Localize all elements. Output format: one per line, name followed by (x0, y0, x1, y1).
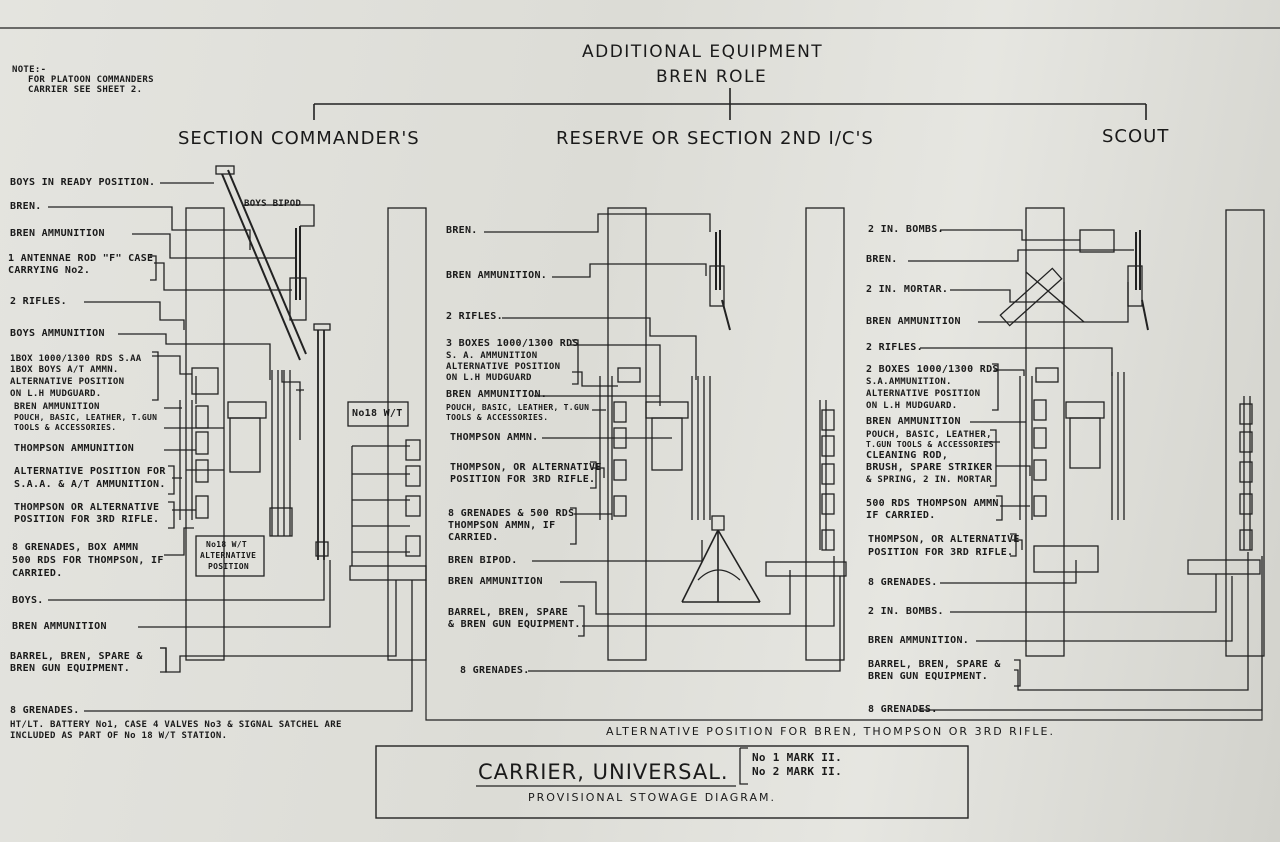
note-line-2: FOR PLATOON COMMANDERS (28, 75, 154, 85)
reserve-label: THOMPSON AMMN, IF (448, 520, 556, 531)
reserve-label: BREN BIPOD. (448, 555, 518, 566)
reserve-label: 8 GRENADES & 500 RDS (448, 508, 575, 519)
scout-label: CLEANING ROD, (866, 450, 949, 461)
reserve-label: POSITION FOR 3RD RIFLE. (450, 474, 596, 485)
reserve-label: THOMPSON, OR ALTERNATIVE (450, 462, 602, 473)
reserve-label: THOMPSON AMMN. (450, 432, 539, 443)
commander-label: ALTERNATIVE POSITION (10, 377, 125, 387)
note-line-3: CARRIER SEE SHEET 2. (28, 85, 143, 95)
reserve-label: S. A. AMMUNITION (446, 351, 538, 361)
reserve-label: 2 RIFLES. (446, 311, 503, 322)
footnote-line: INCLUDED AS PART OF No 18 W/T STATION. (10, 731, 228, 741)
scout-label: 8 GRENADES. (868, 577, 938, 588)
commander-label: BREN AMMUNITION (12, 621, 107, 632)
reserve-label: BREN AMMUNITION. (446, 270, 548, 281)
scout-label: BRUSH, SPARE STRIKER (866, 462, 993, 473)
reserve-label: 8 GRENADES. (460, 665, 530, 676)
commander-label: BOYS AMMUNITION (10, 328, 105, 339)
commander-label: BOYS. (12, 595, 44, 606)
scout-label: 500 RDS THOMPSON AMMN (866, 498, 999, 509)
w-t-alt-box-line: POSITION (208, 562, 249, 571)
scout-label: ALTERNATIVE POSITION (866, 389, 981, 399)
commander-label: CARRYING No2. (8, 265, 91, 276)
scout-label: BREN AMMUNITION (866, 416, 961, 427)
scout-label: IF CARRIED. (866, 510, 936, 521)
commander-label: BREN AMMUNITION (10, 228, 105, 239)
commander-label: CARRIED. (12, 568, 63, 579)
scout-label: BREN. (866, 254, 898, 265)
commander-label: BREN. (10, 201, 42, 212)
title-block-mark-2: No 2 MARK II. (752, 765, 842, 778)
w-t-alt-box-line: ALTERNATIVE (200, 551, 257, 560)
commander-label: POSITION FOR 3RD RIFLE. (14, 514, 160, 525)
w-t-alt-box-line: No18 W/T (206, 540, 247, 549)
heading-scout: SCOUT (1102, 126, 1170, 147)
page-title: ADDITIONAL EQUIPMENT (582, 42, 824, 62)
reserve-label: TOOLS & ACCESSORIES. (446, 413, 549, 422)
reserve-label: POUCH, BASIC, LEATHER, T.GUN (446, 403, 590, 412)
commander-label: THOMPSON OR ALTERNATIVE (14, 502, 160, 513)
scout-label: ON L.H MUDGUARD. (866, 401, 958, 411)
scout-label: 2 RIFLES. (866, 342, 923, 353)
commander-label: 8 GRENADES. (10, 705, 80, 716)
commander-label: 500 RDS FOR THOMPSON, IF (12, 555, 164, 566)
scout-label: BREN AMMUNITION (866, 316, 961, 327)
commander-label: ALTERNATIVE POSITION FOR (14, 466, 166, 477)
commander-label: S.A.A. & A/T AMMUNITION. (14, 479, 166, 490)
alternative-position-note: ALTERNATIVE POSITION FOR BREN, THOMPSON … (606, 725, 1055, 738)
title-block-mark-1: No 1 MARK II. (752, 751, 842, 764)
reserve-label: BREN. (446, 225, 478, 236)
scout-label: S.A.AMMUNITION. (866, 377, 952, 387)
scout-label: BREN AMMUNITION. (868, 635, 970, 646)
title-block-subtitle: PROVISIONAL STOWAGE DIAGRAM. (528, 791, 776, 804)
heading-reserve: RESERVE OR SECTION 2ND I/C'S (556, 128, 874, 149)
scout-label: T.GUN TOOLS & ACCESSORIES (866, 440, 994, 449)
reserve-label: BARREL, BREN, SPARE (448, 607, 569, 618)
commander-label: 1BOX BOYS A/T AMMN. (10, 365, 119, 375)
commander-label: ON L.H MUDGUARD. (10, 389, 102, 399)
commander-label: TOOLS & ACCESSORIES. (14, 423, 117, 432)
scout-label: 2 IN. MORTAR. (866, 284, 949, 295)
scout-label: & SPRING, 2 IN. MORTAR (866, 475, 992, 485)
scout-label: 2 IN. BOMBS. (868, 606, 944, 617)
footnote-line: HT/LT. BATTERY No1, CASE 4 VALVES No3 & … (10, 720, 342, 730)
scout-label: POUCH, BASIC, LEATHER, (866, 430, 992, 440)
scout-label: POSITION FOR 3RD RIFLE. (868, 547, 1014, 558)
scout-label: BARREL, BREN, SPARE & (868, 659, 1001, 670)
reserve-label: 3 BOXES 1000/1300 RDS (446, 338, 579, 349)
w-t-box-label: No18 W/T (352, 408, 403, 419)
reserve-label: ALTERNATIVE POSITION (446, 362, 561, 372)
note-line-1: NOTE:- (12, 65, 47, 75)
commander-label: THOMPSON AMMUNITION (14, 443, 135, 454)
reserve-label: ON L.H MUDGUARD (446, 373, 532, 383)
reserve-label: & BREN GUN EQUIPMENT. (448, 619, 581, 630)
commander-label: 1 ANTENNAE ROD "F" CASE (8, 253, 154, 264)
commander-label: BARREL, BREN, SPARE & (10, 651, 143, 662)
commander-label: BOYS IN READY POSITION. (10, 177, 156, 188)
reserve-label: CARRIED. (448, 532, 499, 543)
commander-label: 1BOX 1000/1300 RDS S.AA (10, 354, 142, 364)
commander-label: POUCH, BASIC, LEATHER, T.GUN (14, 413, 158, 422)
scout-label: THOMPSON, OR ALTERNATIVE (868, 534, 1020, 545)
page-subtitle: BREN ROLE (656, 67, 768, 87)
scout-label: 8 GRENADES. (868, 704, 938, 715)
reserve-label: BREN AMMUNITION (448, 576, 543, 587)
commander-label: 8 GRENADES, BOX AMMN (12, 542, 139, 553)
scout-label: 2 BOXES 1000/1300 RDS (866, 364, 999, 375)
commander-label: BREN AMMUNITION (14, 402, 100, 412)
commander-label: BREN GUN EQUIPMENT. (10, 663, 131, 674)
commander-label: 2 RIFLES. (10, 296, 67, 307)
title-block-name: CARRIER, UNIVERSAL. (478, 760, 729, 784)
commander-label: BOYS BIPOD (244, 199, 302, 209)
scout-label: 2 IN. BOMBS. (868, 224, 944, 235)
heading-section-commanders: SECTION COMMANDER'S (178, 128, 420, 149)
scout-label: BREN GUN EQUIPMENT. (868, 671, 989, 682)
reserve-label: BREN AMMUNITION. (446, 389, 548, 400)
